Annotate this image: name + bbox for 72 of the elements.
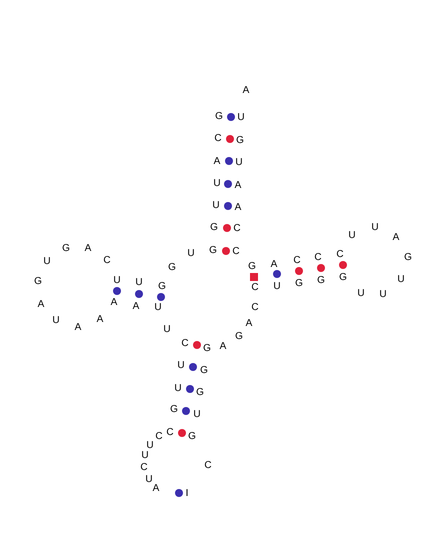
nucleotide-letter: C xyxy=(166,428,174,438)
nucleotide-letter: G xyxy=(158,282,166,292)
nucleotide-letter: G xyxy=(196,388,204,398)
nucleotide-letter: G xyxy=(215,112,223,122)
nucleotide-letter: U xyxy=(174,384,182,394)
nucleotide-letter: G xyxy=(62,244,70,254)
nucleotide-letter: G xyxy=(209,246,217,256)
nucleotide-letter: G xyxy=(188,432,196,442)
nucleotide-letter: C xyxy=(314,253,322,263)
nucleotide-letter: A xyxy=(84,244,92,254)
nucleotide-letter: C xyxy=(233,224,241,234)
nucleotide-letter: A xyxy=(96,315,104,325)
nucleotide-letter: A xyxy=(234,181,242,191)
nucleotide-letter: C xyxy=(140,463,148,473)
nucleotide-letter: G xyxy=(34,277,42,287)
nucleotide-letter: U xyxy=(273,282,281,292)
nucleotide-letter: A xyxy=(246,319,252,329)
nucleotide-letter: A xyxy=(110,298,118,308)
nucleotide-letter: A xyxy=(132,302,140,312)
nucleotide-letter: U xyxy=(193,410,201,420)
nucleotide-letter: C xyxy=(251,283,259,293)
nucleotide-letter: G xyxy=(295,279,303,289)
nucleotide-letter: G xyxy=(210,223,218,233)
nucleotide-letter: U xyxy=(154,303,162,313)
nucleotide-letter: U xyxy=(357,289,365,299)
nucleotide-letter: G xyxy=(203,344,211,354)
nucleotide-letter: C xyxy=(155,432,163,442)
nucleotide-letter: G xyxy=(168,263,176,273)
nucleotide-letter: U xyxy=(43,257,51,267)
nucleotide-letter: C xyxy=(214,134,222,144)
nucleotide-letter: C xyxy=(181,339,189,349)
nucleotide-letter: C xyxy=(251,303,259,313)
nucleotide-letter: U xyxy=(146,441,154,451)
nucleotide-letter: G xyxy=(236,136,244,146)
nucleotide-letter: C xyxy=(232,247,240,257)
nucleotide-letter: I xyxy=(186,489,188,499)
nucleotide-letter: U xyxy=(235,158,243,168)
nucleotide-letter: A xyxy=(74,323,82,333)
nucleotide-letter: G xyxy=(170,405,178,415)
nucleotide-letter: U xyxy=(177,361,185,371)
nucleotide-letter: A xyxy=(152,484,160,494)
nucleotide-letter: U xyxy=(213,179,221,189)
nucleotide-letter: G xyxy=(317,276,325,286)
nucleotide-letter: G xyxy=(248,262,256,272)
nucleotide-letter: A xyxy=(270,260,278,270)
nucleotide-letter: U xyxy=(145,475,153,485)
nucleotide-letter: A xyxy=(392,233,400,243)
nucleotide-letter: U xyxy=(52,316,60,326)
nucleotide-letter: U xyxy=(379,290,387,300)
nucleotide-letter: C xyxy=(204,461,212,471)
nucleotide-letter: U xyxy=(237,113,245,123)
nucleotide-letter: G xyxy=(200,366,208,376)
nucleotide-letter: A xyxy=(242,86,250,96)
nucleotide-letter: A xyxy=(220,342,226,352)
nucleotide-letter: C xyxy=(293,256,301,266)
nucleotide-letter: U xyxy=(141,451,149,461)
nucleotide-letter: U xyxy=(187,249,195,259)
nucleotide-letter: A xyxy=(38,300,44,310)
nucleotide-letter: C xyxy=(336,250,344,260)
nucleotide-letter: U xyxy=(371,223,379,233)
nucleotide-letter: G xyxy=(235,332,243,342)
nucleotide-letter: U xyxy=(397,275,405,285)
nucleotide-letter: A xyxy=(234,203,242,213)
nucleotide-letter: C xyxy=(103,256,111,266)
nucleotide-letter: G xyxy=(404,253,412,263)
nucleotide-letter: A xyxy=(214,157,220,167)
nucleotide-letter: U xyxy=(163,325,171,335)
nucleotide-letter: U xyxy=(212,201,220,211)
nucleotide-letter: U xyxy=(113,276,121,286)
nucleotide-letter: G xyxy=(339,273,347,283)
nucleotide-letter: U xyxy=(135,278,143,288)
nucleotide-letter: U xyxy=(348,231,356,241)
